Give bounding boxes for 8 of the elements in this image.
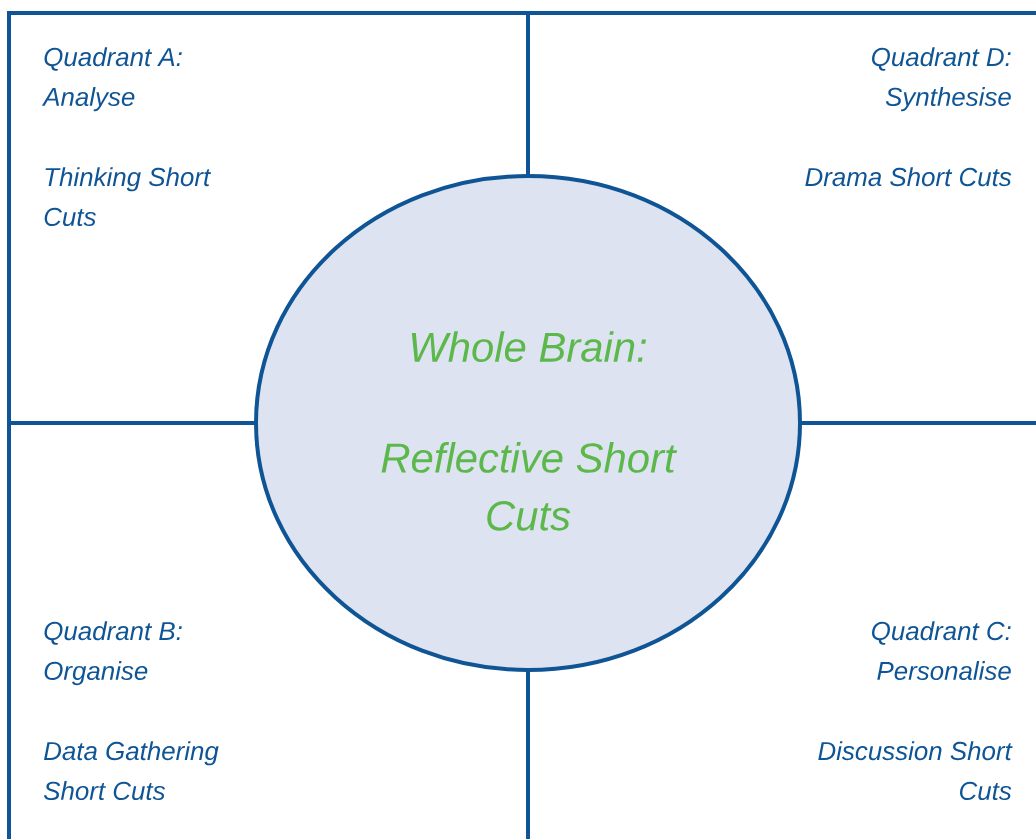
quadrant-heading: Quadrant C: Personalise [872, 621, 1011, 681]
quadrant-note: Data Gathering Short Cuts [43, 741, 219, 801]
quadrant-heading: Quadrant B: Organise [44, 621, 182, 686]
quadrant-note: Discussion Short Cuts [818, 741, 1013, 801]
quadrant-heading: Quadrant A: Analyse [41, 47, 182, 112]
quadrant-note: Thinking Short Cuts [44, 167, 212, 227]
quadrant-note: Drama Short Cuts [805, 167, 1012, 187]
quadrant-heading: Quadrant D: Synthesise [872, 47, 1011, 112]
